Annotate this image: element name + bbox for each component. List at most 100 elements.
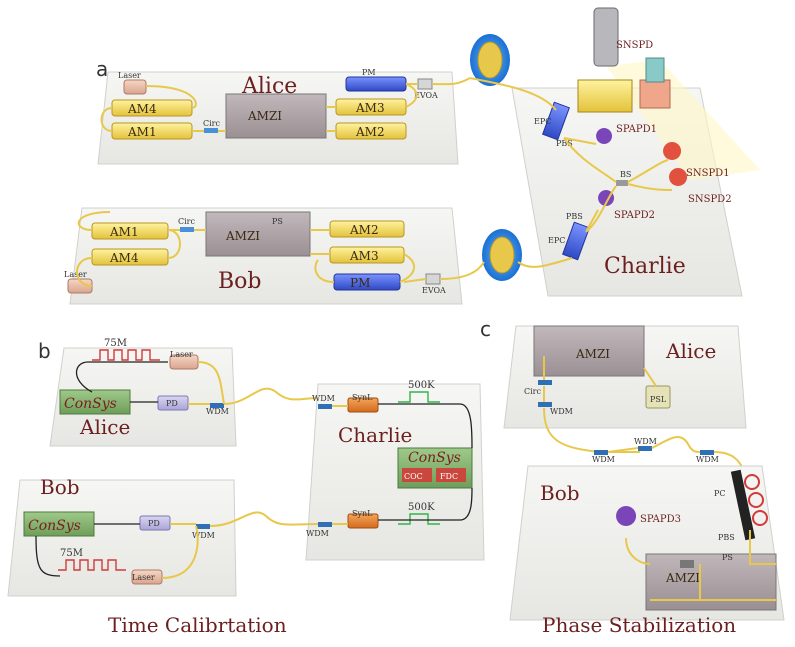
alice-title-c: Alice: [665, 339, 716, 363]
pm-label-a-alice: PM: [362, 68, 376, 77]
wdm-c-link-3: [700, 450, 714, 455]
fiber-spool-bottom: [482, 229, 522, 281]
signal-500k-top: [398, 391, 440, 403]
wdm-c-link-1: [594, 450, 608, 455]
bob-title-b: Bob: [40, 475, 80, 499]
pc-label: PC: [714, 489, 726, 498]
pd-label-b-bob: PD: [148, 519, 160, 528]
fiber-c-bob: [625, 530, 776, 601]
evoa-label-a-bob: EVOA: [422, 286, 446, 295]
signal-75m-alice: [92, 349, 160, 361]
wdm-label-b-alice: WDM: [206, 407, 229, 416]
amzi-box-c-alice: [533, 325, 645, 377]
bob-title-a: Bob: [218, 269, 262, 294]
laser-label-a-alice: Laser: [118, 71, 141, 80]
consys-box-b-alice: [59, 389, 131, 415]
wire-b-charlie: [378, 403, 473, 521]
ps-element-c: [680, 560, 694, 568]
signal-500k-bottom: [398, 513, 440, 525]
am3-label-a-bob: AM3: [349, 249, 379, 263]
am4-label-a-bob: AM4: [109, 251, 139, 265]
laser-label-b-alice: Laser: [170, 350, 193, 359]
wdm-b-bob: [196, 524, 210, 529]
fiber-c-alice: [543, 356, 657, 453]
wdm-label-c-link-3: WDM: [696, 455, 719, 464]
epc-top: [542, 101, 570, 141]
ps-label-c: PS: [722, 553, 733, 562]
amzi-box-a-alice: [225, 93, 327, 139]
pm-module-a-alice: [345, 76, 407, 92]
fiber-b-alice: [188, 361, 319, 405]
charlie-title-a: Charlie: [604, 254, 686, 279]
spapd1-label: SPAPD1: [616, 124, 657, 135]
pm-label-a-bob: PM: [350, 276, 370, 290]
fiber-b-charlie: [332, 405, 348, 525]
wdm-label-c-alice: WDM: [550, 407, 573, 416]
epc-bottom: [562, 221, 590, 261]
pbs-label-c: PBS: [718, 533, 735, 542]
wire-b-bob: [35, 523, 140, 577]
am2-label-a-bob: AM2: [349, 223, 379, 237]
caption-b: Time Calibrtation: [108, 613, 287, 637]
bs-label: BS: [620, 170, 631, 179]
wdm-b-alice: [210, 403, 224, 408]
snspd2-detector-icon: [669, 168, 688, 186]
bob-title-c: Bob: [540, 481, 580, 505]
signal-75m-label-bob: 75M: [60, 548, 83, 559]
signal-75m-label-alice: 75M: [104, 338, 127, 349]
ps-label-a-bob: PS: [272, 217, 283, 226]
wdm-label-c-link-1: WDM: [592, 455, 615, 464]
synl-label-bottom: SynL: [352, 509, 373, 518]
consys-label-b-alice: ConSys: [64, 396, 117, 412]
pbs-label-top: PBS: [556, 139, 573, 148]
am1-label-a-bob: AM1: [109, 225, 139, 239]
pd-label-b-alice: PD: [166, 399, 178, 408]
consys-box-b-bob: [23, 511, 95, 537]
snspd1-label: SNSPD1: [686, 168, 730, 179]
alice-title-b: Alice: [79, 415, 130, 439]
wdm-c-alice: [538, 402, 552, 407]
snspd2-label: SNSPD2: [688, 194, 732, 205]
fiber-a-alice: [100, 77, 471, 132]
circ-label-a-bob: Circ: [178, 217, 196, 226]
spapd2-label: SPAPD2: [614, 210, 655, 221]
wdm-b-charlie-bottom: [318, 522, 332, 527]
wdm-label-c-link-2: WDM: [634, 437, 657, 446]
signal-75m-bob: [58, 559, 126, 571]
epc-label-top: EPC: [534, 117, 551, 126]
am3-label-a-alice: AM3: [355, 101, 385, 115]
fiber-b-bob: [161, 511, 319, 579]
fiber-spool-top: [470, 34, 510, 86]
alice-plate-b: [49, 347, 237, 447]
circ-c-alice: [538, 380, 552, 385]
amzi-label-c-alice: AMZI: [575, 347, 610, 361]
circ-a-alice: [204, 128, 218, 133]
amzi-label-a-alice: AMZI: [247, 109, 282, 123]
fiber-a-charlie: [469, 77, 673, 268]
coc-label: COC: [404, 472, 423, 481]
wire-b-alice: [75, 361, 168, 403]
snspd-cryostat-icon: [577, 7, 760, 180]
caption-c: Phase Stabilization: [542, 613, 736, 637]
wdm-label-b-charlie-top: WDM: [312, 394, 335, 403]
fdc-label: FDC: [440, 472, 458, 481]
snspd1-detector-icon: [663, 142, 682, 160]
laser-a-alice: [123, 79, 147, 95]
consys-label-b-bob: ConSys: [28, 518, 81, 534]
laser-label-a-bob: Laser: [64, 270, 87, 279]
circ-a-bob: [180, 227, 194, 232]
amzi-box-a-bob: [205, 211, 311, 257]
amzi-label-c-bob: AMZI: [665, 571, 700, 585]
wdm-label-b-bob: WDM: [192, 531, 215, 540]
snspd-label: SNSPD: [616, 40, 653, 51]
pbs-label-bottom: PBS: [566, 212, 583, 221]
panel-b-label: b: [38, 339, 51, 363]
signal-500k-label-top: 500K: [408, 380, 435, 391]
amzi-label-a-bob: AMZI: [225, 229, 260, 243]
evoa-a-bob: [425, 273, 441, 285]
psl-c-alice: [645, 385, 671, 409]
wdm-c-link-2: [638, 446, 652, 451]
spapd1-detector-icon: [596, 128, 613, 144]
